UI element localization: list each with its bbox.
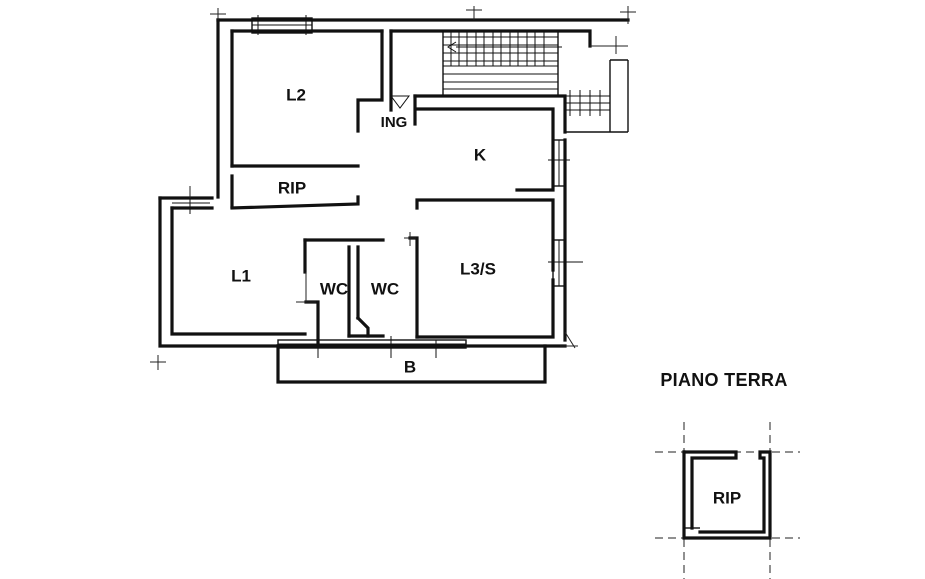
room-label-ing: ING (381, 114, 408, 131)
room-label-l3s: L3/S (460, 259, 496, 278)
apartment-walls (158, 18, 630, 384)
grid-ticks (150, 6, 636, 370)
windows (172, 15, 583, 358)
storage-unit-plan (655, 422, 800, 579)
room-label-rip-small: RIP (713, 488, 741, 507)
room-label-wc-right: WC (371, 279, 399, 298)
staircase (442, 30, 629, 133)
floor-title: PIANO TERRA (660, 370, 787, 390)
room-label-k: K (474, 145, 487, 164)
room-label-l1: L1 (231, 266, 251, 285)
room-label-b: B (404, 357, 416, 376)
entrance-triangle-icon (390, 95, 410, 109)
room-label-l2: L2 (286, 85, 306, 104)
room-label-rip: RIP (278, 178, 306, 197)
room-label-wc-left: WC (320, 279, 348, 298)
